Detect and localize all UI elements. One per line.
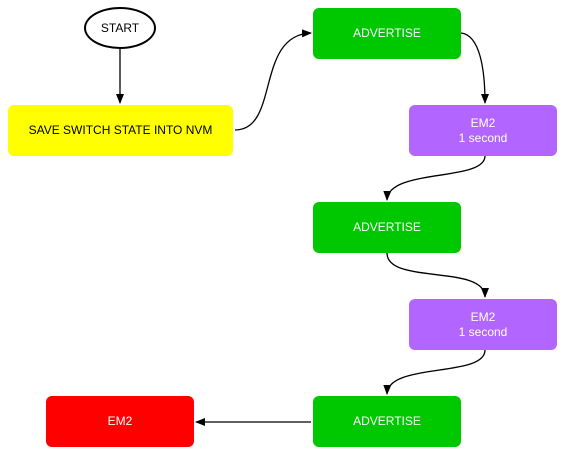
em2-node-2-label: EM2 — [470, 309, 496, 324]
advertise-node-2: ADVERTISE — [313, 202, 461, 253]
advertise-node-1: ADVERTISE — [313, 8, 461, 59]
advertise-node-3-label: ADVERTISE — [353, 414, 421, 428]
em2-node-1-label: EM2 — [470, 115, 496, 130]
edge-save-to-advertise-1 — [234, 29, 312, 131]
start-node-label: START — [100, 20, 140, 35]
advertise-node-2-label: ADVERTISE — [353, 220, 421, 234]
em2-node-2-duration: 1 second — [458, 324, 508, 339]
em2-final-node-label: EM2 — [107, 414, 133, 428]
em2-node-2: EM2 1 second — [409, 299, 557, 350]
em2-node-1: EM2 1 second — [409, 105, 557, 156]
edge-em2-2-to-advertise-3 — [383, 349, 486, 395]
start-node: START — [84, 7, 156, 49]
advertise-node-3: ADVERTISE — [313, 396, 461, 447]
save-switch-state-node: SAVE SWITCH STATE INTO NVM — [8, 105, 233, 156]
save-switch-state-label: SAVE SWITCH STATE INTO NVM — [28, 123, 213, 137]
advertise-node-1-label: ADVERTISE — [353, 26, 421, 40]
em2-final-node: EM2 — [46, 396, 194, 447]
edge-advertise-1-to-em2-1 — [460, 32, 489, 104]
edge-advertise-2-to-em2-2 — [386, 252, 489, 298]
edge-em2-1-to-advertise-2 — [383, 155, 486, 201]
em2-node-1-duration: 1 second — [458, 130, 508, 145]
